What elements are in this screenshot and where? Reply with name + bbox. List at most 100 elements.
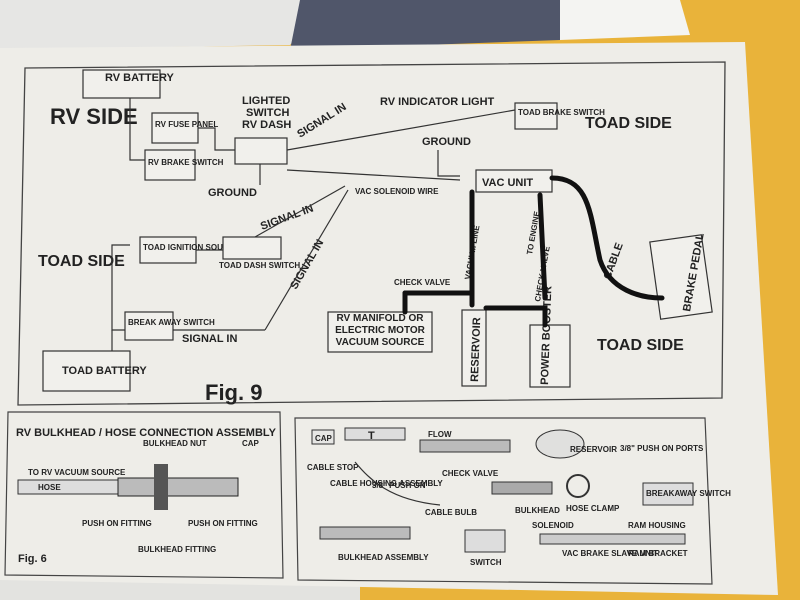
toad-side-top-label: TOAD SIDE [585, 115, 672, 132]
wire-fuse-switch [198, 127, 235, 151]
background-paper-right [560, 0, 690, 40]
lighted-switch-label-1: LIGHTED [242, 95, 290, 107]
parts-border [294, 417, 713, 585]
wire-ignition-breakaway [111, 244, 130, 331]
ground-top-label: GROUND [422, 136, 471, 148]
flow-label: FLOW [428, 430, 452, 439]
vac-unit-box [475, 169, 553, 193]
signal-in-label-4: SIGNAL IN [182, 333, 237, 345]
parts-check-valve-label: CHECK VALVE [442, 469, 499, 478]
cable-bulb-label: CABLE BULB [425, 508, 477, 517]
hose-clamp-label: HOSE CLAMP [566, 504, 620, 513]
toad-side-bottom-label: TOAD SIDE [597, 337, 684, 354]
toad-side-left-label: TOAD SIDE [38, 253, 125, 270]
hose-clamp-part [566, 474, 590, 498]
lighted-switch-label-3: RV DASH [242, 119, 291, 131]
fig6-border [4, 411, 284, 579]
toad-dash-switch-box [222, 236, 282, 260]
wire-ground-top [437, 150, 460, 177]
break-away-switch-label: BREAK AWAY SWITCH [128, 318, 215, 327]
vac-slave-unit-label: VAC BRAKE SLAVE UNIT [562, 549, 658, 558]
engine-line [537, 192, 548, 301]
parts-reservoir-label: RESERVOIR [570, 445, 617, 454]
bulkhead-nut-shape [154, 464, 168, 510]
wire-toad-dash-signal [254, 185, 346, 238]
cap-part-label: CAP [315, 434, 333, 443]
bulkhead-assembly-part [319, 526, 411, 540]
cable-stop-label: CABLE STOP [307, 463, 359, 472]
reservoir-booster-line [483, 305, 548, 328]
fig6-panel: RV BULKHEAD / HOSE CONNECTION ASSEMBLY B… [4, 411, 284, 579]
toad-battery-label: TOAD BATTERY [62, 365, 147, 377]
push-on-label: 3/8" PUSH ON [372, 481, 426, 490]
ram-bracket-label: RAM BRACKET [628, 549, 688, 558]
cable-housing-shape [354, 461, 441, 506]
hose-shape [17, 479, 119, 495]
rv-side-label: RV SIDE [50, 104, 138, 129]
background-paper [0, 0, 330, 50]
ram-housing-label: RAM HOUSING [628, 521, 686, 530]
toad-ignition-source-label: TOAD IGNITION SOURCE [143, 243, 240, 252]
to-rv-vacuum-label: TO RV VACUUM SOURCE [28, 468, 126, 477]
vac-solenoid-wire-label: VAC SOLENOID WIRE [355, 187, 439, 196]
breakaway-switch-part [642, 482, 694, 506]
rv-manifold-box [327, 311, 433, 353]
ground-left-label: GROUND [208, 187, 257, 199]
brake-pedal-box [649, 234, 713, 320]
fig9-label: Fig. 9 [205, 380, 262, 405]
switch-part [464, 529, 506, 553]
check-valve-part [419, 439, 511, 453]
toad-brake-switch-box [514, 102, 558, 130]
toad-battery-box [42, 350, 131, 392]
hose-label: HOSE [38, 483, 61, 492]
switch-label: SWITCH [470, 558, 502, 567]
bulkhead-part [491, 481, 553, 495]
vac-unit-label: VAC UNIT [482, 177, 533, 189]
slave-unit-part [539, 533, 686, 545]
cap-label-fig6: CAP [242, 439, 260, 448]
rv-battery-label: RV BATTERY [105, 72, 175, 84]
solenoid-label: SOLENOID [532, 521, 574, 530]
t-fitting [344, 427, 406, 441]
rv-brake-switch-box [144, 149, 196, 181]
reservoir-label: RESERVOIR [469, 317, 483, 382]
fig6-title: RV BULKHEAD / HOSE CONNECTION ASSEMBLY [16, 427, 277, 439]
rv-indicator-light-label: RV INDICATOR LIGHT [380, 96, 495, 108]
rv-manifold-label: RV MANIFOLD OR ELECTRIC MOTOR VACUUM SOU… [335, 313, 425, 348]
cable-housing-label: CABLE HOUSING ASSEMBLY [330, 479, 443, 488]
rv-brake-switch-label: RV BRAKE SWITCH [148, 158, 224, 167]
cap-part [311, 429, 335, 445]
fitting-shape [117, 477, 239, 497]
bulkhead-fitting-label: BULKHEAD FITTING [138, 545, 216, 554]
fig9-diagram: RV BATTERY RV SIDE RV FUSE PANEL RV BRAK… [38, 69, 713, 405]
bulkhead-nut-label: BULKHEAD NUT [143, 439, 207, 448]
fig6-label: Fig. 6 [18, 553, 47, 565]
push-on-ports-label: 3/8" PUSH ON PORTS [620, 444, 704, 453]
reservoir-part [535, 429, 585, 459]
wire-indicator-light [286, 109, 516, 151]
power-booster-box [529, 324, 571, 388]
push-on-fitting-label-1: PUSH ON FITTING [82, 519, 152, 528]
cable-line [549, 175, 665, 301]
wire-breakaway-signal [264, 189, 349, 331]
lighted-switch-label-2: SWITCH [246, 107, 289, 119]
breakaway-switch-label: BREAKAWAY SWITCH [646, 489, 731, 498]
wire-battery-brake [129, 98, 145, 161]
toad-brake-switch-label: TOAD BRAKE SWITCH [518, 108, 605, 117]
parts-panel: CAP T FLOW RESERVOIR 3/8" PUSH ON PORTS … [294, 417, 731, 585]
push-on-fitting-label-2: PUSH ON FITTING [188, 519, 258, 528]
toad-dash-switch-label: TOAD DASH SWITCH [219, 261, 300, 270]
reservoir-box [461, 309, 487, 387]
wire-solenoid [286, 169, 461, 181]
background-photo [290, 0, 560, 50]
bulkhead-assembly-label: BULKHEAD ASSEMBLY [338, 553, 429, 562]
t-label: T [368, 430, 375, 442]
fig9-border [17, 61, 726, 406]
parts-bulkhead-label: BULKHEAD [515, 506, 560, 515]
rv-fuse-panel-label: RV FUSE PANEL [155, 120, 218, 129]
rv-battery-box [82, 69, 161, 99]
break-away-switch-box [124, 311, 174, 341]
check-valve-label-1: CHECK VALVE [394, 278, 451, 287]
lighted-switch-box [234, 137, 288, 165]
